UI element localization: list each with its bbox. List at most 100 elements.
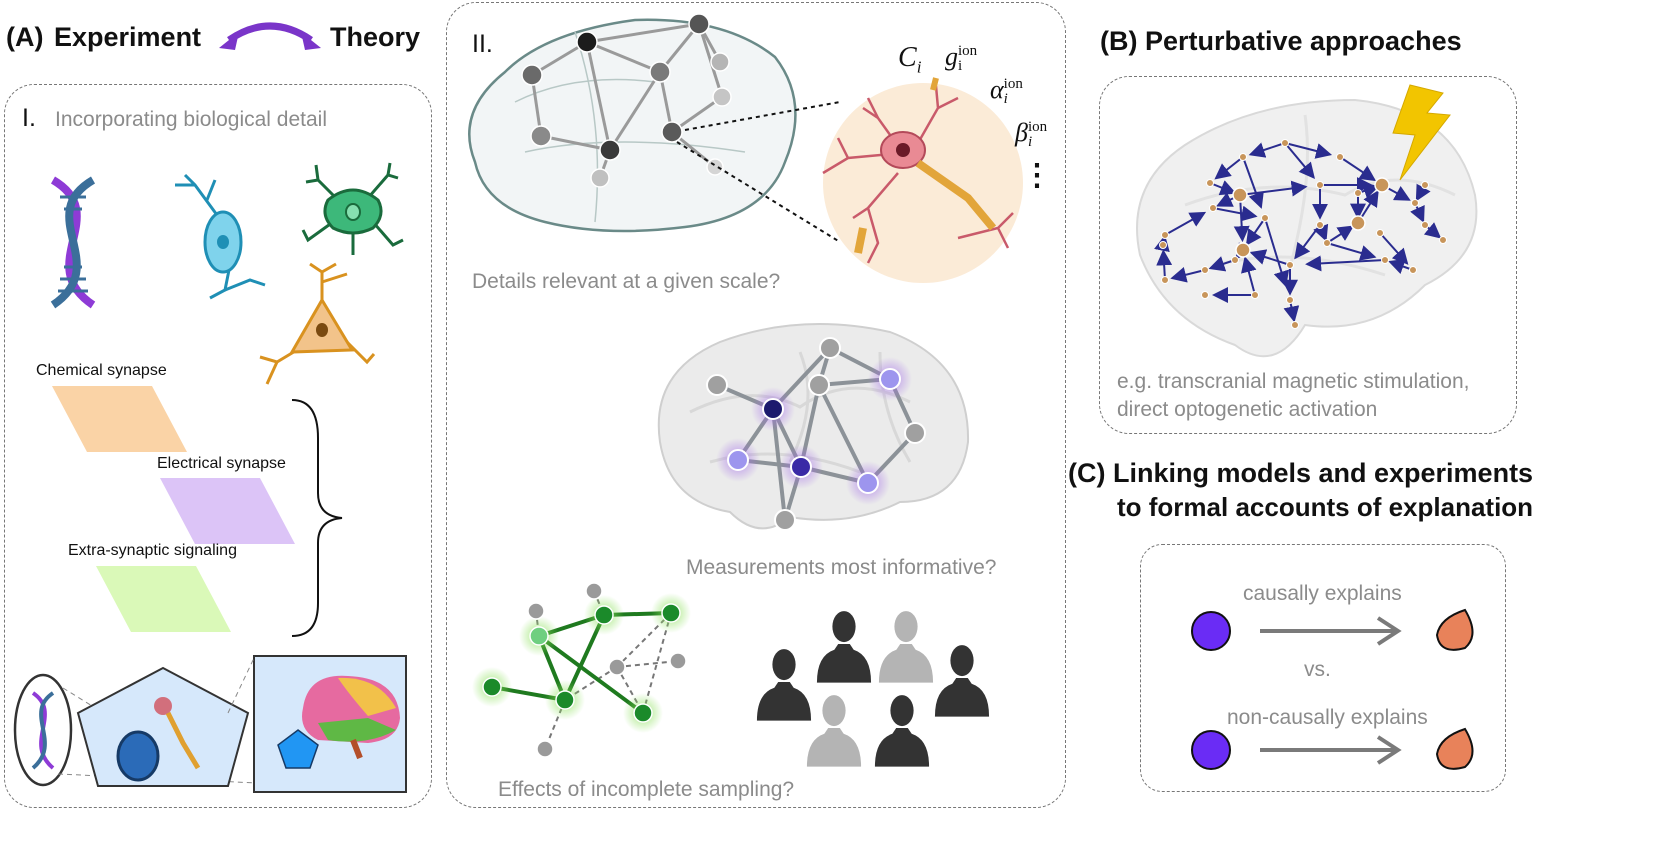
panel-b-title: (B) Perturbative approaches xyxy=(1100,26,1462,56)
tms-edge xyxy=(1305,255,1386,272)
multipolar-neuron-icon xyxy=(301,162,404,255)
curly-brace-icon xyxy=(291,399,343,637)
question-measurements: Measurements most informative? xyxy=(686,556,997,579)
tms-edge xyxy=(1245,217,1266,246)
theory-label: Theory xyxy=(330,22,421,52)
question-scale: Details relevant at a given scale? xyxy=(472,270,781,293)
g-subscript: i xyxy=(958,58,963,75)
chemical-synapse-shape xyxy=(52,386,187,452)
tms-node xyxy=(1286,296,1294,304)
tms-node xyxy=(1231,256,1239,264)
electrical-synapse-shape xyxy=(160,478,295,544)
question-sampling: Effects of incomplete sampling? xyxy=(498,778,795,801)
population-silhouettes xyxy=(756,611,990,767)
beta-subscript: i xyxy=(1027,134,1033,151)
beta-letter: β xyxy=(1015,118,1028,147)
tms-edge xyxy=(1170,267,1206,283)
neuron-zoom-circle xyxy=(822,77,1023,283)
tms-brain-network xyxy=(1136,84,1478,358)
explanation-diagram xyxy=(1191,608,1474,770)
tms-edge xyxy=(1241,256,1257,296)
bipolar-neuron-icon xyxy=(175,173,266,300)
tms-node xyxy=(1316,181,1324,189)
g-superscript: ion xyxy=(958,43,978,60)
tms-edge xyxy=(1214,156,1244,180)
human-brain-network xyxy=(657,323,970,531)
c-letter: C xyxy=(898,42,917,73)
tms-node xyxy=(1161,231,1169,239)
tms-node xyxy=(1201,266,1209,274)
panel-c-title-1: (C) Linking models and experiments xyxy=(1068,458,1534,488)
tms-node xyxy=(1376,229,1384,237)
tms-node xyxy=(1421,181,1429,189)
extra-synaptic-shape xyxy=(96,566,231,632)
ellipsis-symbol: ⋮ xyxy=(1022,159,1052,192)
effect-drop-1 xyxy=(1435,608,1474,651)
tms-hub-node xyxy=(1350,215,1366,231)
beta-superscript: ion xyxy=(1027,119,1048,136)
tms-node xyxy=(1409,266,1417,274)
c-subscript: i xyxy=(916,57,922,77)
panel-a-label: (A) xyxy=(6,22,44,52)
tms-node xyxy=(1201,291,1209,299)
tms-edge xyxy=(1212,205,1258,222)
tms-node xyxy=(1411,199,1419,207)
tms-node xyxy=(1439,236,1447,244)
tms-edge xyxy=(1209,180,1237,196)
pyramidal-neuron-icon xyxy=(259,262,376,385)
tms-hub-node xyxy=(1232,187,1248,203)
alpha-subscript: i xyxy=(1003,91,1008,108)
alpha-superscript: ion xyxy=(1003,76,1023,93)
section-ii-roman: II. xyxy=(472,30,493,58)
dna-icon xyxy=(50,176,96,309)
tms-node xyxy=(1261,214,1269,222)
tms-edge xyxy=(1388,258,1414,275)
tms-edge xyxy=(1164,211,1207,236)
effect-drop-2 xyxy=(1435,727,1474,770)
tms-node xyxy=(1159,241,1167,249)
tms-edge xyxy=(1208,256,1236,272)
sampled-network xyxy=(472,582,691,758)
tms-node xyxy=(1421,221,1429,229)
tms-edge xyxy=(1248,142,1286,158)
cause-node-2 xyxy=(1191,730,1231,770)
tms-edge xyxy=(1339,156,1377,182)
perturbation-box xyxy=(1099,76,1517,434)
cause-node-1 xyxy=(1191,611,1231,651)
tms-hub-node xyxy=(1374,177,1390,193)
tms-node xyxy=(1251,291,1259,299)
multi-scale-illustration xyxy=(13,655,407,793)
tms-node xyxy=(1286,261,1294,269)
tms-edge xyxy=(1326,225,1355,244)
tms-edge xyxy=(1249,249,1291,266)
tms-node xyxy=(1161,276,1169,284)
mouse-brain-network xyxy=(468,13,841,243)
tms-edge xyxy=(1326,242,1377,261)
noncausal-label: non-causally explains xyxy=(1227,706,1428,729)
tms-edge xyxy=(1294,224,1321,260)
electrical-synapse-label: Electrical synapse xyxy=(157,455,286,472)
causal-label: causally explains xyxy=(1243,582,1402,605)
experiment-theory-arrow xyxy=(219,22,321,50)
section-i-title: Incorporating biological detail xyxy=(55,108,328,131)
explanation-box xyxy=(1140,544,1506,792)
tms-edge xyxy=(1379,232,1409,265)
perturbation-caption-1: e.g. transcranial magnetic stimulation, xyxy=(1117,370,1470,393)
perturbation-caption-2: direct optogenetic activation xyxy=(1117,398,1378,421)
tms-node xyxy=(1316,221,1324,229)
panel-c-title-2: to formal accounts of explanation xyxy=(1117,492,1534,522)
tms-node xyxy=(1209,204,1217,212)
section-i-roman: I. xyxy=(22,104,36,132)
tms-edge xyxy=(1264,217,1290,288)
tms-edge xyxy=(1242,156,1264,209)
tms-edge xyxy=(1156,249,1173,281)
capacitance-symbol: Ci xyxy=(898,42,921,78)
biological-detail-box xyxy=(4,84,432,808)
tms-node xyxy=(1381,256,1389,264)
tms-edge xyxy=(1284,142,1333,159)
tms-node xyxy=(1239,153,1247,161)
tms-node xyxy=(1336,153,1344,161)
tms-node xyxy=(1323,239,1331,247)
tms-edge xyxy=(1284,142,1315,179)
